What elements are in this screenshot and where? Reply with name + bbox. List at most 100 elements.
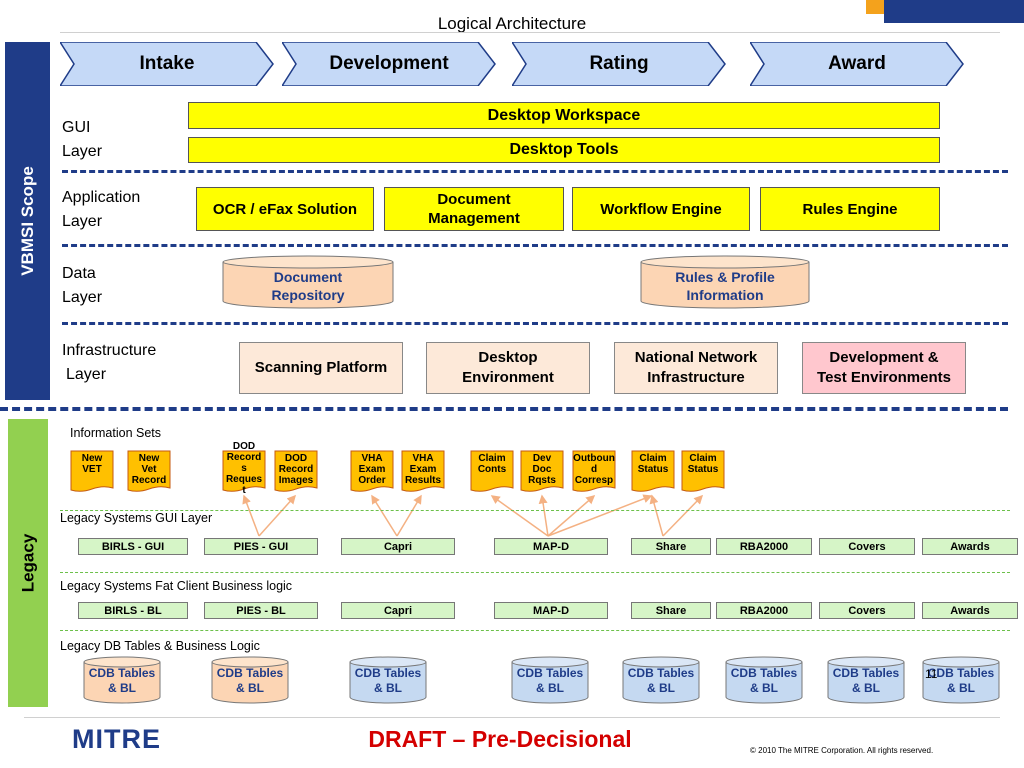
- legacy-bl-system: BIRLS - BL: [78, 602, 188, 619]
- legacy-bl-system: PIES - BL: [204, 602, 318, 619]
- legacy-bl-system: Share: [631, 602, 711, 619]
- phase-development: Development: [282, 42, 496, 86]
- desktop-environment-box: Desktop Environment: [426, 342, 590, 394]
- cdb-table-label: CDB Tables& BL: [88, 666, 156, 695]
- legacy-gui-system: PIES - GUI: [204, 538, 318, 555]
- document-icon: [470, 450, 514, 492]
- database-cylinder-icon: [922, 656, 1000, 704]
- layer-divider: [62, 322, 1008, 325]
- phase-rating: Rating: [512, 42, 726, 86]
- document-icon: [681, 450, 725, 492]
- document-icon: [222, 450, 266, 492]
- database-cylinder-icon: [622, 656, 700, 704]
- legacy-divider: [60, 510, 1010, 511]
- legacy-bl-system: RBA2000: [716, 602, 812, 619]
- cdb-table-store: CDB Tables& BL: [622, 656, 700, 704]
- national-network-box: National Network Infrastructure: [614, 342, 778, 394]
- desktop-workspace-bar: Desktop Workspace: [188, 102, 940, 129]
- chevron-shape: [60, 42, 274, 86]
- database-cylinder-icon: [827, 656, 905, 704]
- legacy-fat-client-label: Legacy Systems Fat Client Business logic: [60, 579, 293, 593]
- document-icon: [350, 450, 394, 492]
- application-layer-label: Application Layer: [62, 189, 141, 230]
- infrastructure-layer-label: Infrastructure Layer: [62, 342, 157, 383]
- document-icon: [572, 450, 616, 492]
- legacy-gui-system: Capri: [341, 538, 455, 555]
- mitre-logo: MITRE: [72, 724, 161, 754]
- legacy-gui-system: Covers: [819, 538, 915, 555]
- chevron-shape: [512, 42, 726, 86]
- desktop-tools-bar: Desktop Tools: [188, 137, 940, 163]
- phase-label: Development: [329, 53, 449, 74]
- layer-divider: [62, 244, 1008, 247]
- legacy-gui-system: BIRLS - GUI: [78, 538, 188, 555]
- legacy-gui-system: Awards: [922, 538, 1018, 555]
- scanning-platform-box: Scanning Platform: [239, 342, 403, 394]
- document-icon: [520, 450, 564, 492]
- corner-accent-orange: [866, 0, 884, 14]
- phase-award: Award: [750, 42, 964, 86]
- document-icon: [631, 450, 675, 492]
- layer-divider: [62, 170, 1008, 173]
- document-icon: [127, 450, 171, 492]
- cdb-table-store: CDB Tables& BL: [725, 656, 803, 704]
- cdb-table-store: CDB Tables& BL: [827, 656, 905, 704]
- footer-divider: [24, 717, 1000, 718]
- legacy-divider: [60, 630, 1010, 631]
- legacy-gui-layer-label: Legacy Systems GUI Layer: [60, 511, 213, 525]
- cdb-table-store: CDB Tables& BL: [83, 656, 161, 704]
- database-cylinder-icon: [211, 656, 289, 704]
- legacy-bl-system: Covers: [819, 602, 915, 619]
- phase-label: Intake: [139, 53, 195, 74]
- legacy-gui-system: Share: [631, 538, 711, 555]
- cdb-table-label: CDB Tables& BL: [216, 666, 284, 695]
- legacy-db-label: Legacy DB Tables & Business Logic: [60, 639, 260, 653]
- database-cylinder-icon: [725, 656, 803, 704]
- cdb-table-store: CDB Tables& BL: [211, 656, 289, 704]
- legacy-bl-system: Capri: [341, 602, 455, 619]
- legacy-gui-system: RBA2000: [716, 538, 812, 555]
- gui-layer-label: GUI Layer: [62, 119, 103, 160]
- chevron-shape: [282, 42, 496, 86]
- document-management-box: Document Management: [384, 187, 564, 231]
- database-cylinder-icon: [222, 255, 394, 309]
- database-cylinder-icon: [640, 255, 810, 309]
- legacy-divider: [60, 572, 1010, 573]
- database-cylinder-icon: [83, 656, 161, 704]
- database-cylinder-icon: [511, 656, 589, 704]
- document-icon: [401, 450, 445, 492]
- vbmsi-scope-bar: VBMSI Scope: [5, 42, 50, 400]
- copyright-text: © 2010 The MITRE Corporation. All rights…: [750, 746, 934, 755]
- data-layer-label: Data Layer: [62, 265, 103, 306]
- cdb-table-label: CDB Tables& BL: [832, 666, 900, 695]
- page-number: 11: [925, 667, 938, 681]
- cdb-table-store: CDB Tables& BL: [349, 656, 427, 704]
- rules-profile-store: Rules & Profile Information: [640, 255, 810, 309]
- phase-intake: Intake: [60, 42, 274, 86]
- chevron-shape: [750, 42, 964, 86]
- draft-banner: DRAFT – Pre-Decisional: [368, 726, 632, 752]
- document-repository-store: Document Repository: [222, 255, 394, 309]
- scope-separator: [0, 407, 1008, 411]
- cdb-table-label: CDB Tables& BL: [730, 666, 798, 695]
